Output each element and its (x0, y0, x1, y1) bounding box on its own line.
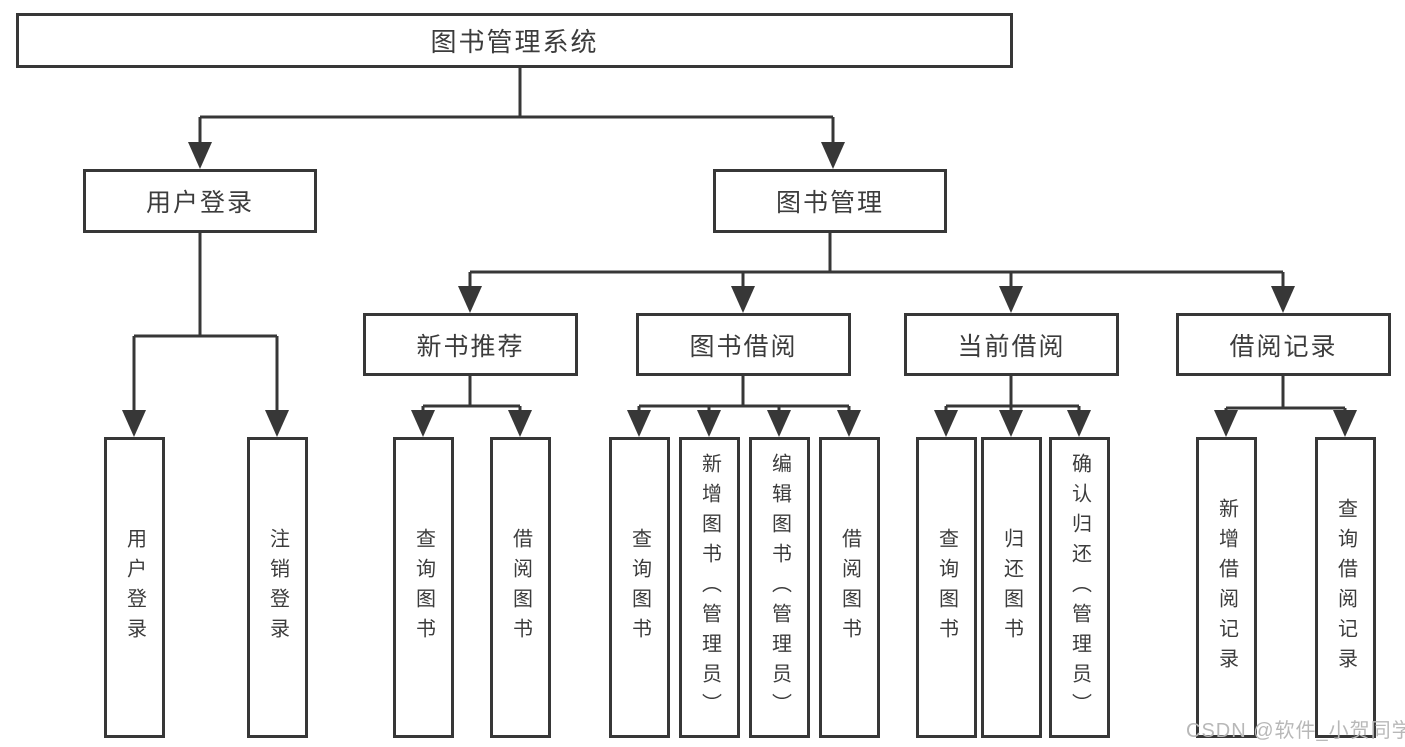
node-label: 归还图书 (1000, 527, 1023, 648)
node-label: 图书管理 (775, 189, 884, 217)
arrow-down-icon (122, 410, 146, 437)
leaf-query-books-recommend: 查询图书 (393, 437, 454, 738)
arrow-down-icon (411, 410, 435, 437)
node-label: 借阅图书 (838, 527, 861, 648)
leaf-borrow-books: 借阅图书 (819, 437, 880, 738)
node-label: 查询借阅记录 (1334, 497, 1357, 678)
arrow-down-icon (188, 142, 212, 169)
node-borrowing-records: 借阅记录 (1176, 313, 1391, 376)
node-label: 新增借阅记录 (1215, 497, 1238, 678)
node-label: 图书管理系统 (430, 27, 599, 57)
node-label: 用户登录 (123, 527, 146, 648)
arrow-down-icon (265, 410, 289, 437)
csdn-watermark: CSDN @软件_小贺同学 (1186, 720, 1405, 742)
arrow-down-icon (999, 286, 1023, 313)
node-label: 查询图书 (935, 527, 958, 648)
node-label: 图书借阅 (689, 332, 798, 361)
arrow-down-icon (999, 410, 1023, 437)
node-label: 查询图书 (412, 527, 435, 648)
leaf-add-borrow-record: 新增借阅记录 (1196, 437, 1257, 738)
leaf-query-borrow-record: 查询借阅记录 (1315, 437, 1376, 738)
arrow-down-icon (508, 410, 532, 437)
node-label: 当前借阅 (957, 332, 1066, 361)
arrow-down-icon (934, 410, 958, 437)
node-current-borrowing: 当前借阅 (904, 313, 1119, 376)
arrow-down-icon (1333, 410, 1357, 437)
leaf-user-login: 用户登录 (104, 437, 165, 738)
node-label: 用户登录 (145, 189, 254, 217)
node-label: 借阅图书 (509, 527, 532, 648)
leaf-logout: 注销登录 (247, 437, 308, 738)
node-library-management-system: 图书管理系统 (16, 13, 1013, 68)
node-label: 注销登录 (266, 527, 289, 648)
node-label: 确认归还（管理员） (1068, 452, 1091, 723)
node-label: 新增图书（管理员） (698, 452, 721, 723)
arrow-down-icon (1271, 286, 1295, 313)
node-label: 编辑图书（管理员） (768, 452, 791, 723)
leaf-return-book: 归还图书 (981, 437, 1042, 738)
leaf-edit-book-admin: 编辑图书（管理员） (749, 437, 810, 738)
arrow-down-icon (767, 410, 791, 437)
leaf-query-books-current: 查询图书 (916, 437, 977, 738)
leaf-add-book-admin: 新增图书（管理员） (679, 437, 740, 738)
node-new-book-recommendation: 新书推荐 (363, 313, 578, 376)
node-label: 新书推荐 (416, 332, 525, 361)
arrow-down-icon (458, 286, 482, 313)
arrow-down-icon (821, 142, 845, 169)
node-label: 借阅记录 (1229, 332, 1338, 361)
arrow-down-icon (1067, 410, 1091, 437)
arrow-down-icon (697, 410, 721, 437)
node-user-login: 用户登录 (83, 169, 317, 233)
node-book-management: 图书管理 (713, 169, 947, 233)
node-book-borrowing: 图书借阅 (636, 313, 851, 376)
leaf-confirm-return-admin: 确认归还（管理员） (1049, 437, 1110, 738)
arrow-down-icon (1214, 410, 1238, 437)
arrow-down-icon (731, 286, 755, 313)
arrow-down-icon (627, 410, 651, 437)
leaf-query-books-borrowing: 查询图书 (609, 437, 670, 738)
node-label: 查询图书 (628, 527, 651, 648)
leaf-borrow-books-recommend: 借阅图书 (490, 437, 551, 738)
arrow-down-icon (837, 410, 861, 437)
